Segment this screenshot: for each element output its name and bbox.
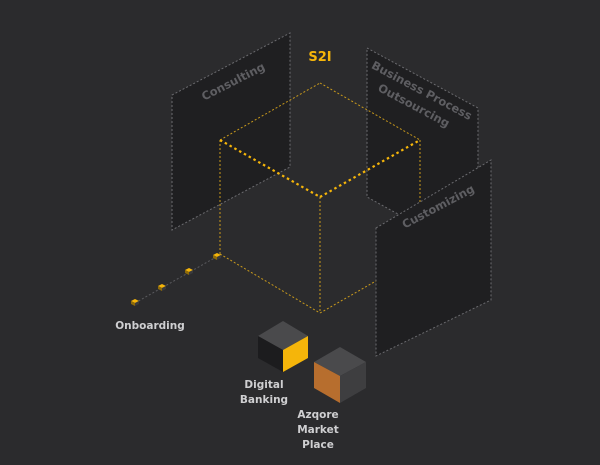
azqore-cube	[314, 347, 366, 403]
azqore-label-line3: Place	[302, 439, 334, 451]
digital-banking-label-line2: Banking	[240, 394, 288, 406]
digital-banking-cube	[258, 321, 308, 372]
diagram-title: S2I	[308, 50, 331, 65]
s2i-cube-front	[219, 197, 377, 314]
s2i-cube-top	[219, 139, 421, 198]
digital-banking-label-line1: Digital	[244, 379, 283, 391]
onboarding-label: Onboarding	[115, 320, 185, 332]
onboarding-step	[213, 253, 221, 260]
consulting-panel: Consulting	[171, 32, 291, 231]
onboarding-step	[185, 268, 193, 275]
azqore-label-line1: Azqore	[297, 409, 338, 421]
onboarding-step	[158, 284, 166, 291]
onboarding-steps	[131, 253, 221, 306]
onboarding-step	[131, 299, 139, 306]
s2i-cube-back	[219, 82, 421, 254]
azqore-label-line2: Market	[297, 424, 339, 436]
customizing-panel: Customizing	[375, 159, 492, 357]
